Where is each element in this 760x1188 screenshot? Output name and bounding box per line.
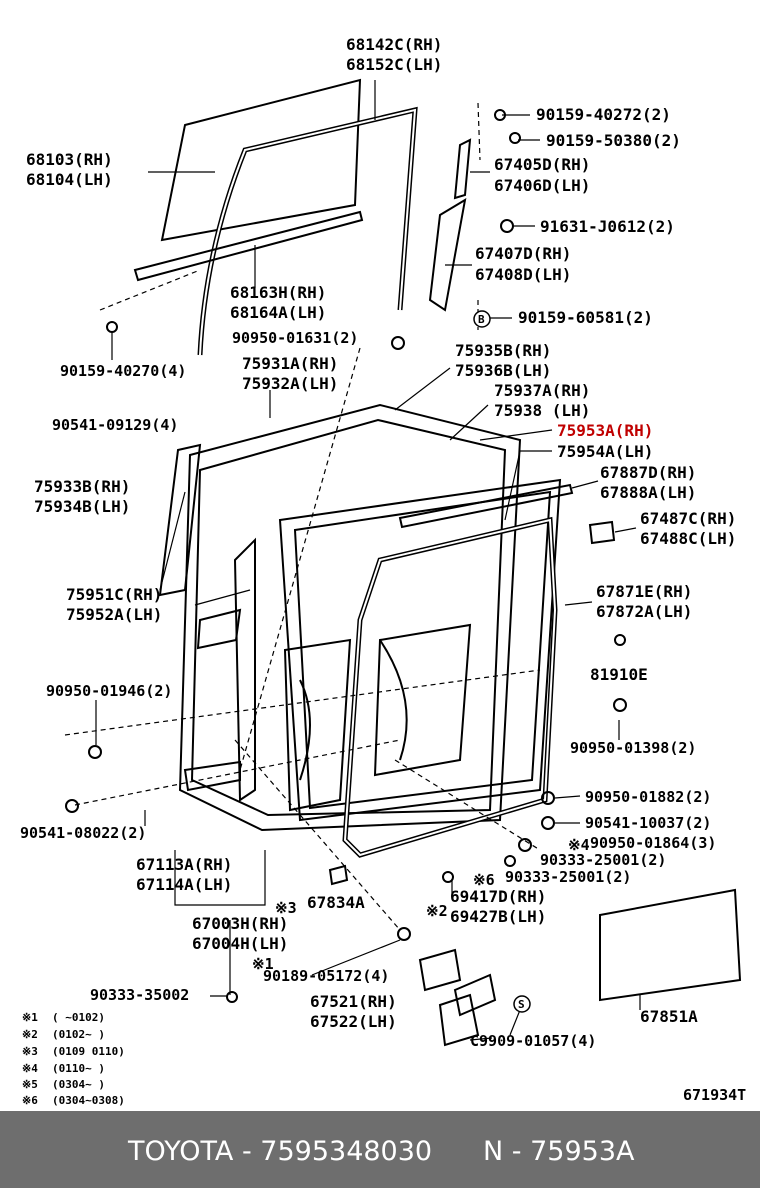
footer-part-number: TOYOTA - 7595348030 bbox=[128, 1136, 433, 1167]
label-75934b: 75934B(LH) bbox=[34, 497, 130, 516]
label-67003h: 67003H(RH) bbox=[192, 914, 288, 933]
label-67407d: 67407D(RH) bbox=[475, 244, 571, 263]
label-67488c: 67488C(LH) bbox=[640, 529, 736, 548]
label-67487c: 67487C(RH) bbox=[640, 509, 736, 528]
label-c9909-01057: C9909-01057(4) bbox=[470, 1032, 596, 1050]
label-67004h: 67004H(LH) bbox=[192, 934, 288, 953]
label-90333-35002: 90333-35002 bbox=[90, 986, 189, 1004]
note-4-range: (0110~ ) bbox=[52, 1062, 105, 1075]
label-90333-25001-b: 90333-25001(2) bbox=[505, 868, 631, 886]
label-90159-50380: 90159-50380(2) bbox=[546, 131, 681, 150]
label-75938: 75938 (LH) bbox=[494, 401, 590, 420]
label-68104: 68104(LH) bbox=[26, 170, 113, 189]
label-75937a: 75937A(RH) bbox=[494, 381, 590, 400]
label-68164a: 68164A(LH) bbox=[230, 303, 326, 322]
label-75951c: 75951C(RH) bbox=[66, 585, 162, 604]
label-81910e: 81910E bbox=[590, 665, 648, 684]
label-67521: 67521(RH) bbox=[310, 992, 397, 1011]
label-75953a-highlighted: 75953A(RH) bbox=[557, 421, 653, 440]
note-4-mark: ※4 bbox=[22, 1062, 38, 1075]
label-67113a: 67113A(RH) bbox=[136, 855, 232, 874]
label-67887d: 67887D(RH) bbox=[600, 463, 696, 482]
label-90541-08022: 90541-08022(2) bbox=[20, 824, 146, 842]
label-75931a: 75931A(RH) bbox=[242, 354, 338, 373]
label-68103: 68103(RH) bbox=[26, 150, 113, 169]
label-67405d: 67405D(RH) bbox=[494, 155, 590, 174]
label-67851a: 67851A bbox=[640, 1007, 698, 1026]
label-90189-05172: 90189-05172(4) bbox=[263, 967, 389, 985]
marker-note-1: ※1 bbox=[252, 955, 274, 973]
label-69427b: 69427B(LH) bbox=[450, 907, 546, 926]
note-1-range: ( ~0102) bbox=[52, 1011, 105, 1024]
marker-s: S bbox=[518, 998, 525, 1011]
label-90333-25001-a: 90333-25001(2) bbox=[540, 851, 666, 869]
label-90159-60581: 90159-60581(2) bbox=[518, 308, 653, 327]
label-91631-j0612: 91631-J0612(2) bbox=[540, 217, 675, 236]
note-2-range: (0102~ ) bbox=[52, 1028, 105, 1041]
label-90950-01398: 90950-01398(2) bbox=[570, 739, 696, 757]
label-67872a: 67872A(LH) bbox=[596, 602, 692, 621]
label-75952a: 75952A(LH) bbox=[66, 605, 162, 624]
label-75935b: 75935B(RH) bbox=[455, 341, 551, 360]
part-labels: 68142C(RH) 68152C(LH) 68103(RH) 68104(LH… bbox=[20, 35, 746, 1104]
label-67834a: 67834A bbox=[307, 893, 365, 912]
note-6-range: (0304~0308) bbox=[52, 1094, 125, 1107]
label-75932a: 75932A(LH) bbox=[242, 374, 338, 393]
label-90950-01864: 90950-01864(3) bbox=[590, 834, 716, 852]
label-90159-40272: 90159-40272(2) bbox=[536, 105, 671, 124]
note-2-mark: ※2 bbox=[22, 1028, 38, 1041]
label-67871e: 67871E(RH) bbox=[596, 582, 692, 601]
label-75954a: 75954A(LH) bbox=[557, 442, 653, 461]
marker-note-6: ※6 bbox=[473, 871, 495, 889]
footer-ref-number: N - 75953A bbox=[483, 1136, 635, 1167]
label-90950-01631: 90950-01631(2) bbox=[232, 329, 358, 347]
label-90950-01882: 90950-01882(2) bbox=[585, 788, 711, 806]
label-90541-10037: 90541-10037(2) bbox=[585, 814, 711, 832]
label-67408d: 67408D(LH) bbox=[475, 265, 571, 284]
label-67114a: 67114A(LH) bbox=[136, 875, 232, 894]
label-69417d: 69417D(RH) bbox=[450, 887, 546, 906]
label-68142c: 68142C(RH) bbox=[346, 35, 442, 54]
label-67522: 67522(LH) bbox=[310, 1012, 397, 1031]
note-markers: ※3 ※2 ※1 ※6 ※4 B S bbox=[252, 310, 590, 1013]
label-68152c: 68152C(LH) bbox=[346, 55, 442, 74]
label-671934t: 671934T bbox=[683, 1086, 746, 1104]
marker-b: B bbox=[478, 313, 485, 326]
leader-lines bbox=[64, 80, 641, 1041]
label-68163h: 68163H(RH) bbox=[230, 283, 326, 302]
label-90950-01946: 90950-01946(2) bbox=[46, 682, 172, 700]
marker-note-2: ※2 bbox=[426, 902, 448, 920]
footnotes: ※1 ( ~0102) ※2 (0102~ ) ※3 (0109 0110) ※… bbox=[22, 1011, 125, 1107]
note-5-range: (0304~ ) bbox=[52, 1078, 105, 1091]
note-1-mark: ※1 bbox=[22, 1011, 38, 1024]
marker-note-4: ※4 bbox=[568, 836, 590, 854]
drawing-lines bbox=[65, 78, 742, 1047]
label-67888a: 67888A(LH) bbox=[600, 483, 696, 502]
marker-note-3: ※3 bbox=[275, 899, 297, 917]
note-3-mark: ※3 bbox=[22, 1045, 38, 1058]
footer-bar: TOYOTA - 7595348030 N - 75953A bbox=[0, 1111, 760, 1188]
note-5-mark: ※5 bbox=[22, 1078, 38, 1091]
note-3-range: (0109 0110) bbox=[52, 1045, 125, 1058]
label-90541-09129: 90541-09129(4) bbox=[52, 416, 178, 434]
label-75936b: 75936B(LH) bbox=[455, 361, 551, 380]
note-6-mark: ※6 bbox=[22, 1094, 38, 1107]
label-90159-40270: 90159-40270(4) bbox=[60, 362, 186, 380]
label-67406d: 67406D(LH) bbox=[494, 176, 590, 195]
door-parts-diagram: 68142C(RH) 68152C(LH) 68103(RH) 68104(LH… bbox=[20, 35, 746, 1107]
label-75933b: 75933B(RH) bbox=[34, 477, 130, 496]
